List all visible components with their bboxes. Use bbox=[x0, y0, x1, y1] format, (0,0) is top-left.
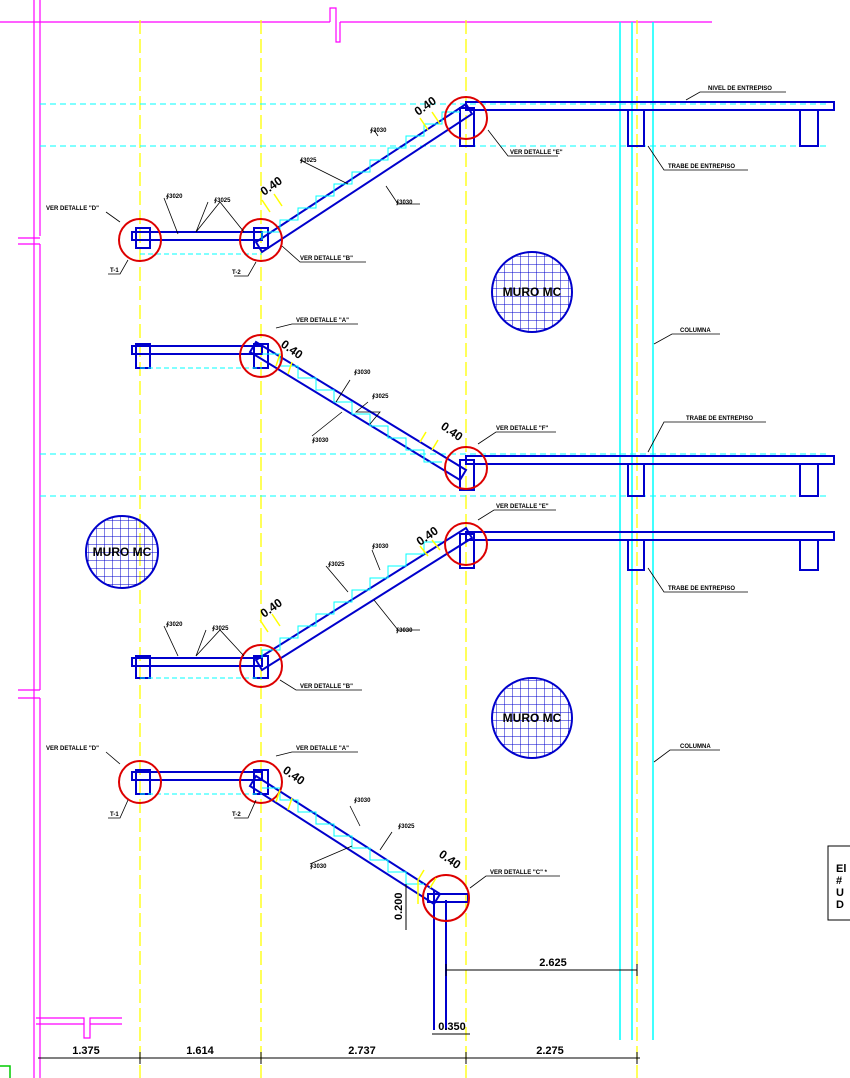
bar-3025-1: ∮3025 bbox=[214, 197, 231, 204]
bar-3020-2: ∮3020 bbox=[166, 621, 183, 628]
bar-3030-8: ∮3030 bbox=[310, 863, 327, 870]
detalle-d-label-2: VER DETALLE "D" bbox=[46, 746, 99, 752]
note-line-2: # bbox=[836, 875, 842, 887]
dim-0200: 0.200 bbox=[393, 892, 405, 920]
detalle-a-label-2: VER DETALLE "A" bbox=[296, 746, 349, 752]
detalle-b-label-2: VER DETALLE "B" bbox=[300, 684, 353, 690]
rebar-labels: ∮3020 ∮3025 ∮3025 ∮3030 ∮3030 ∮3030 ∮302… bbox=[166, 127, 415, 870]
bar-3030-5: ∮3030 bbox=[372, 543, 389, 550]
trabe-label-3: TRABE DE ENTREPISO bbox=[668, 586, 735, 592]
note-line-4: D bbox=[836, 899, 844, 911]
dim-040-6: 0.40 bbox=[258, 595, 285, 620]
muro-label-2: MURO MC bbox=[93, 545, 152, 559]
stair-steps bbox=[140, 111, 460, 885]
dim-0350: 0.350 bbox=[438, 1021, 466, 1033]
leader-lines bbox=[105, 91, 786, 889]
detail-circles bbox=[118, 96, 488, 922]
bar-3025-2: ∮3025 bbox=[300, 157, 317, 164]
muro-label-1: MURO MC bbox=[503, 285, 562, 299]
bottom-dimensions: 2.625 0.350 1.375 1.614 2.737 2.275 bbox=[72, 957, 567, 1057]
note-box: El # U D bbox=[827, 845, 850, 921]
floor-levels bbox=[40, 103, 830, 497]
wall-lines bbox=[0, 0, 712, 1078]
nivel-label: NIVEL DE ENTREPISO bbox=[708, 86, 772, 92]
muro-mc-2: MURO MC bbox=[85, 515, 159, 589]
dimension-ticks bbox=[259, 111, 441, 904]
dim-040-4: 0.40 bbox=[438, 419, 465, 444]
dim-bottom-2: 1.614 bbox=[186, 1045, 214, 1057]
dim-2625: 2.625 bbox=[539, 957, 567, 969]
bar-3025-5: ∮3025 bbox=[212, 625, 229, 632]
trabe-label-1: TRABE DE ENTREPISO bbox=[668, 164, 735, 170]
note-line-3: U bbox=[836, 887, 844, 899]
annotation-labels: NIVEL DE ENTREPISO TRABE DE ENTREPISO TR… bbox=[46, 86, 772, 876]
dim-040-5: 0.40 bbox=[414, 523, 441, 548]
columna-label-1: COLUMNA bbox=[680, 328, 711, 334]
slabs bbox=[131, 101, 835, 1030]
dim-040-7: 0.40 bbox=[280, 763, 307, 788]
dim-040-8: 0.40 bbox=[436, 847, 463, 872]
dim-bottom-3: 2.737 bbox=[348, 1045, 376, 1057]
t1-label-2: T-1 bbox=[110, 812, 119, 818]
detalle-f-label: VER DETALLE "F" bbox=[496, 426, 548, 432]
corner-mark bbox=[0, 1065, 11, 1078]
trabe-label-2: TRABE DE ENTREPISO bbox=[686, 416, 753, 422]
bar-3025-4: ∮3025 bbox=[328, 561, 345, 568]
bar-3030-7: ∮3030 bbox=[354, 797, 371, 804]
bar-3030-1: ∮3030 bbox=[370, 127, 387, 134]
detalle-c-label: VER DETALLE "C" * bbox=[490, 870, 548, 876]
dimension-lines bbox=[38, 884, 640, 1064]
muro-mc-3: MURO MC bbox=[491, 677, 573, 759]
muro-label-3: MURO MC bbox=[503, 711, 562, 725]
detalle-e-label-2: VER DETALLE "E" bbox=[496, 504, 549, 510]
bar-3025-3: ∮3025 bbox=[372, 393, 389, 400]
dim-040-2: 0.40 bbox=[258, 173, 285, 198]
note-line-1: El bbox=[836, 863, 846, 875]
detalle-b-label-1: VER DETALLE "B" bbox=[300, 256, 353, 262]
bar-3030-6: ∮3030 bbox=[396, 627, 413, 634]
detalle-e-label-1: VER DETALLE "E" bbox=[510, 150, 563, 156]
bar-3020-1: ∮3020 bbox=[166, 193, 183, 200]
muro-mc-1: MURO MC bbox=[491, 251, 573, 333]
bar-3025-6: ∮3025 bbox=[398, 823, 415, 830]
dim-bottom-1: 1.375 bbox=[72, 1045, 100, 1057]
detalle-d-label-1: VER DETALLE "D" bbox=[46, 206, 99, 212]
bar-3030-3: ∮3030 bbox=[354, 369, 371, 376]
dim-040-1: 0.40 bbox=[412, 93, 439, 118]
t2-label-1: T-2 bbox=[232, 270, 241, 276]
dim-bottom-4: 2.275 bbox=[536, 1045, 564, 1057]
t1-label-1: T-1 bbox=[110, 268, 119, 274]
bar-3030-4: ∮3030 bbox=[312, 437, 329, 444]
columna-label-2: COLUMNA bbox=[680, 744, 711, 750]
t2-label-2: T-2 bbox=[232, 812, 241, 818]
grid-axes bbox=[139, 20, 638, 1078]
detalle-a-label-1: VER DETALLE "A" bbox=[296, 318, 349, 324]
bar-3030-2: ∮3030 bbox=[396, 199, 413, 206]
